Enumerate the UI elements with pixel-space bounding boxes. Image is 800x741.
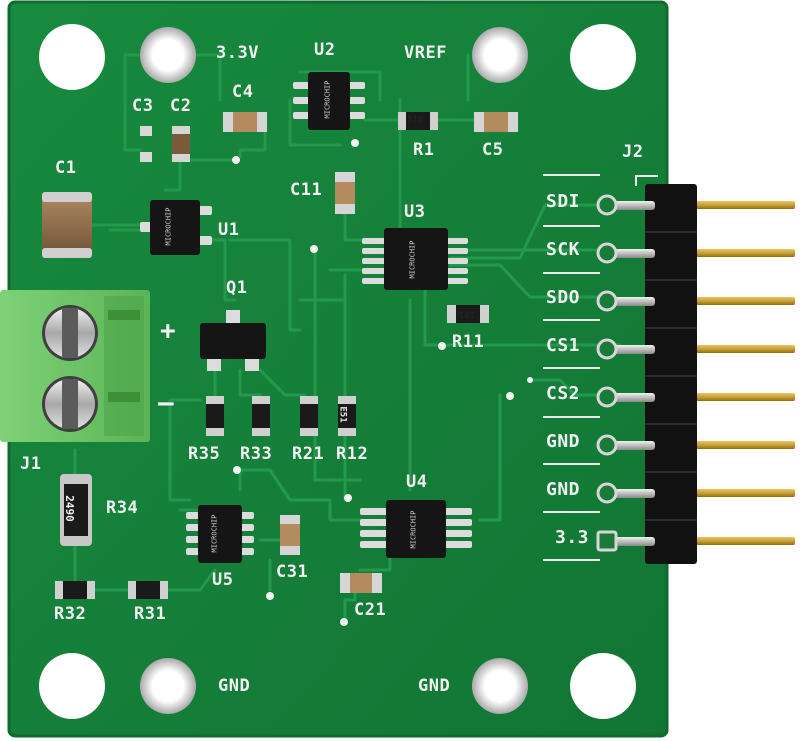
label-r21: R21 [292, 444, 325, 464]
label-j2: J2 [622, 142, 644, 162]
cap-c2 [172, 126, 190, 162]
label-u4: U4 [406, 472, 428, 492]
mounting-holes [39, 24, 636, 719]
label-c31: C31 [276, 562, 309, 582]
ic-u2 [293, 72, 365, 130]
cap-c31 [280, 515, 300, 555]
ic-u4 [360, 500, 472, 558]
label-u5: U5 [212, 570, 234, 590]
cap-c4 [223, 112, 267, 132]
header-body [645, 184, 697, 564]
cap-c11 [335, 172, 355, 214]
pin-label-cs1: CS1 [546, 335, 581, 356]
label-c11: C11 [290, 180, 323, 200]
resistors [55, 112, 489, 599]
label-c21: C21 [354, 600, 387, 620]
pin-label-gnd-1: GND [546, 431, 581, 452]
label-c3: C3 [132, 96, 154, 116]
label-r12: R12 [336, 444, 369, 464]
res-r1 [398, 112, 438, 130]
res-r33 [252, 396, 270, 436]
header-pins-silver [605, 201, 655, 546]
pcb-substrate [9, 2, 667, 736]
header-j2 [596, 184, 795, 564]
label-r33: R33 [240, 444, 273, 464]
label-u2: U2 [314, 40, 336, 60]
r11-marking: 101 [459, 309, 476, 319]
label-c1: C1 [55, 158, 77, 178]
u4-logo: MICROCHIP [409, 510, 418, 549]
label-r11: R11 [452, 332, 485, 352]
res-r11 [447, 305, 489, 323]
label-c2: C2 [170, 96, 192, 116]
ic-q1 [200, 310, 266, 371]
res-r31 [128, 581, 168, 599]
pin-label-gnd-2: GND [546, 479, 581, 500]
label-c5: C5 [482, 140, 504, 160]
res-r12 [338, 396, 356, 436]
pin-label-3v3: 3.3 [555, 527, 590, 548]
label-r35: R35 [188, 444, 221, 464]
label-r34: R34 [106, 498, 139, 518]
label-c4: C4 [232, 82, 254, 102]
label-j1: J1 [20, 454, 42, 474]
r12-marking: E51 [337, 406, 348, 423]
ic-u1 [140, 200, 212, 255]
ic-u5 [186, 505, 254, 563]
label-gnd-left: GND [218, 676, 251, 696]
pin-label-sdo: SDO [546, 287, 581, 308]
vias [232, 139, 533, 626]
u2-logo: MICROCHIP [323, 80, 332, 119]
label-u3: U3 [404, 202, 426, 222]
label-r31: R31 [134, 604, 167, 624]
cap-c21 [340, 573, 382, 593]
ic-u3 [362, 228, 468, 290]
u1-logo: MICROCHIP [164, 207, 173, 246]
pin-label-sdi: SDI [546, 191, 581, 212]
label-gnd-right: GND [418, 676, 451, 696]
label-r32: R32 [54, 604, 87, 624]
label-vref: VREF [404, 43, 447, 63]
ics [140, 72, 472, 563]
pin-label-cs2: CS2 [546, 383, 581, 404]
header-silk-lines [543, 174, 658, 561]
u3-logo: MICROCHIP [408, 240, 417, 279]
r34-marking: 2490 [62, 495, 76, 522]
res-r34 [60, 474, 92, 546]
label-minus: – [158, 388, 175, 418]
label-3v3: 3.3V [216, 43, 259, 63]
cap-c1 [42, 192, 92, 258]
label-q1: Q1 [226, 278, 248, 298]
u5-logo: MICROCHIP [210, 514, 219, 553]
label-u1: U1 [218, 220, 240, 240]
r1-marking: 510 [407, 115, 424, 125]
res-r32 [55, 581, 95, 599]
cap-c5 [474, 112, 518, 132]
cap-c3 [140, 126, 152, 162]
header-solder-pads [596, 194, 618, 552]
terminal-block-j1 [0, 290, 150, 442]
res-r21 [300, 396, 318, 436]
capacitors [42, 112, 518, 593]
pin-label-sck: SCK [546, 239, 581, 260]
res-r35 [206, 396, 224, 436]
label-plus: + [160, 316, 177, 346]
label-r1: R1 [413, 140, 435, 160]
header-pins-gold [690, 201, 795, 545]
